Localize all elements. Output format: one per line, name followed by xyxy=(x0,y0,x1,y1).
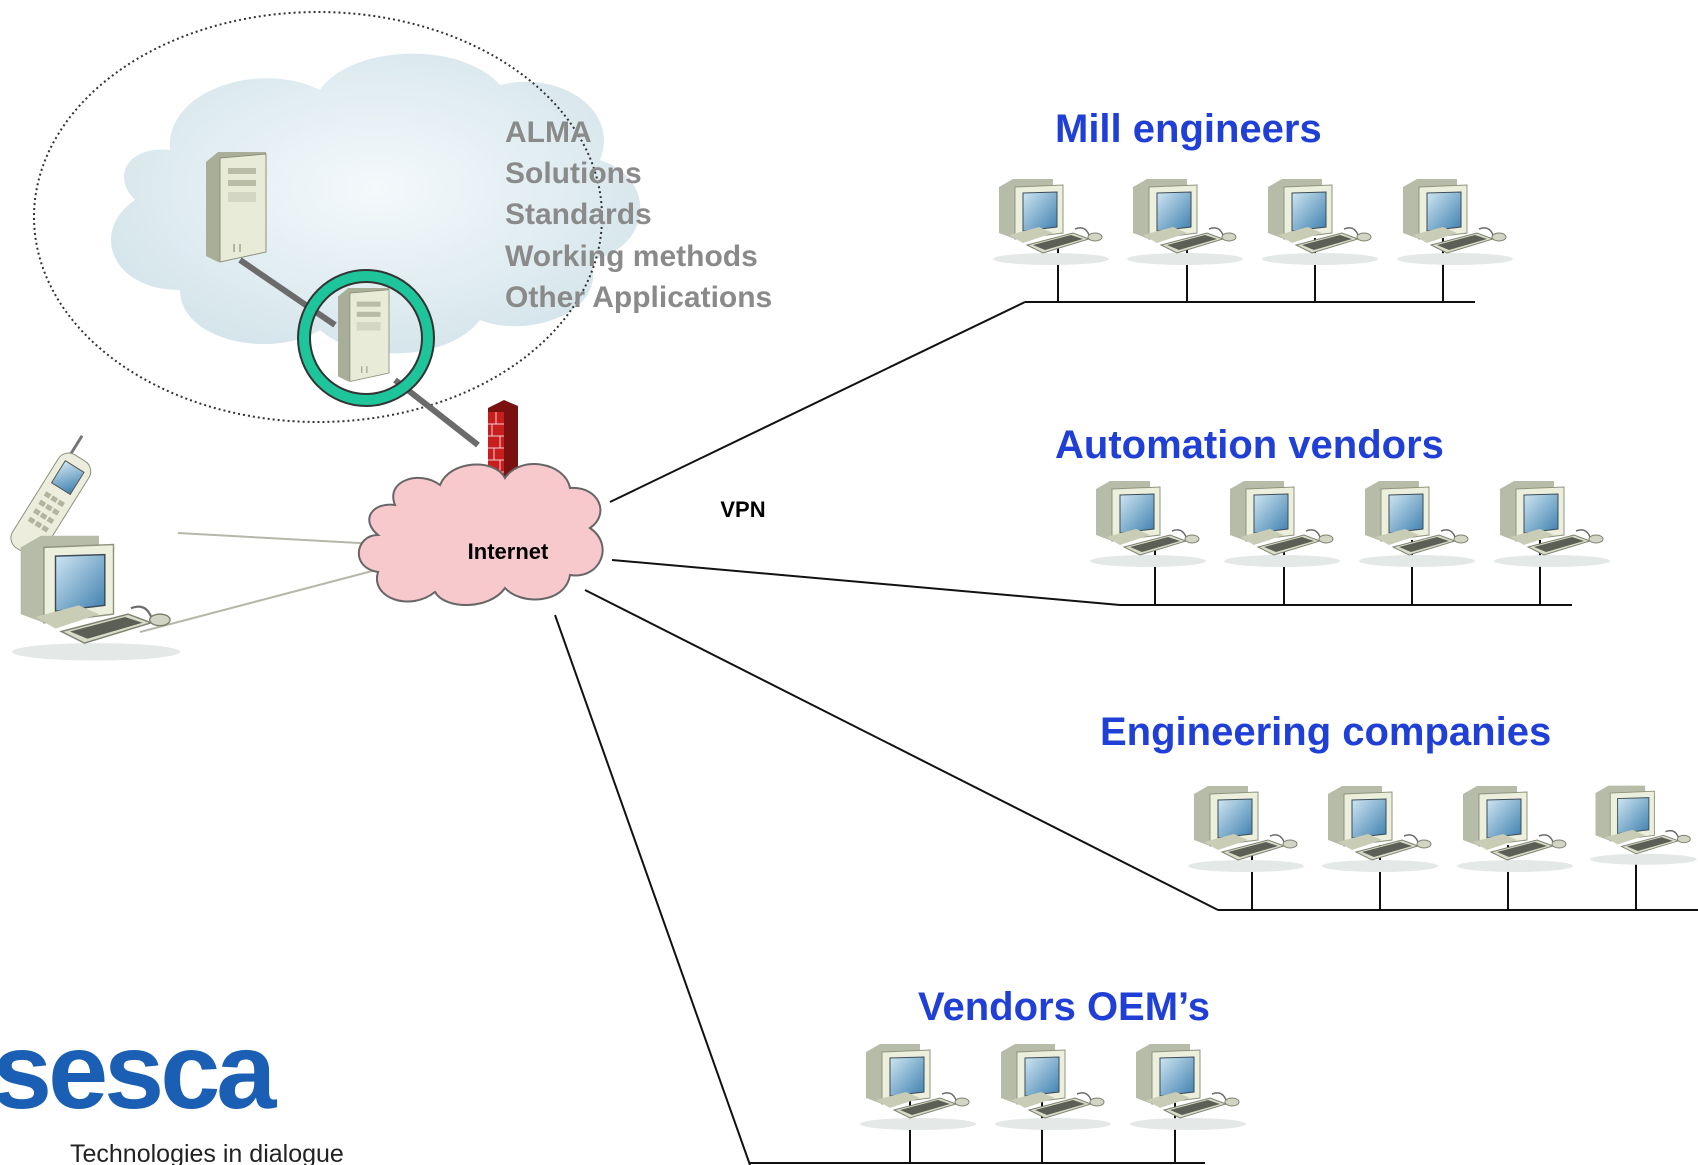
remote-links xyxy=(139,532,396,633)
workstation-icon xyxy=(1089,480,1207,568)
workstation-icon xyxy=(994,1043,1112,1131)
group-automation-vendors: Automation vendors xyxy=(1055,423,1611,606)
server-link xyxy=(238,257,337,328)
application-server-icon xyxy=(337,287,390,382)
internet-label: Internet xyxy=(468,539,549,564)
workstation-icon xyxy=(992,178,1110,266)
group-title-vendors-oems: Vendors OEM’s xyxy=(918,985,1210,1029)
group-engineering-companies: Engineering companies xyxy=(1100,710,1698,911)
group-vendors-oems: Vendors OEM’s xyxy=(750,985,1247,1164)
workstation-icon xyxy=(859,1043,977,1131)
group-mill-engineers: Mill engineers xyxy=(992,107,1514,303)
main-server-icon xyxy=(205,151,267,263)
extranet-boundary xyxy=(33,11,603,423)
workstation-icon xyxy=(1223,480,1341,568)
extranet-item-alma: ALMA xyxy=(505,116,592,149)
sesca-logo: sesca Technologies in dialogue xyxy=(0,1010,344,1165)
remote-computer-icon xyxy=(10,534,182,662)
logo-wordmark: sesca xyxy=(0,1010,277,1131)
workstation-icon xyxy=(1129,1043,1247,1131)
company-cloud xyxy=(110,53,641,354)
workstation-icon xyxy=(1493,480,1611,568)
group-title-engineering-companies: Engineering companies xyxy=(1100,710,1551,754)
group-title-mill-engineers: Mill engineers xyxy=(1055,107,1322,151)
mobile-phone-icon xyxy=(10,434,92,557)
extranet-item-working-methods: Working methods xyxy=(505,240,758,273)
logo-tagline: Technologies in dialogue xyxy=(70,1140,344,1165)
extranet-item-other-applications: Other Applications xyxy=(505,281,772,314)
workstation-icon xyxy=(1396,178,1514,266)
vpn-label: VPN xyxy=(720,497,765,522)
workstation-icon xyxy=(1126,178,1244,266)
group-title-automation-vendors: Automation vendors xyxy=(1055,423,1444,467)
workstation-icon xyxy=(1456,785,1574,873)
internet-cloud xyxy=(357,463,604,606)
extranet-content-list: ALMA Solutions Standards Working methods… xyxy=(505,116,772,314)
workstation-icon xyxy=(1589,784,1698,866)
extranet-item-solutions: Solutions xyxy=(505,157,642,190)
highlight-ring xyxy=(298,270,434,406)
workstation-icon xyxy=(1187,785,1305,873)
extranet-item-standards: Standards xyxy=(505,198,652,231)
vpn-links xyxy=(554,301,1219,1165)
workstation-icon xyxy=(1358,480,1476,568)
workstation-icon xyxy=(1261,178,1379,266)
